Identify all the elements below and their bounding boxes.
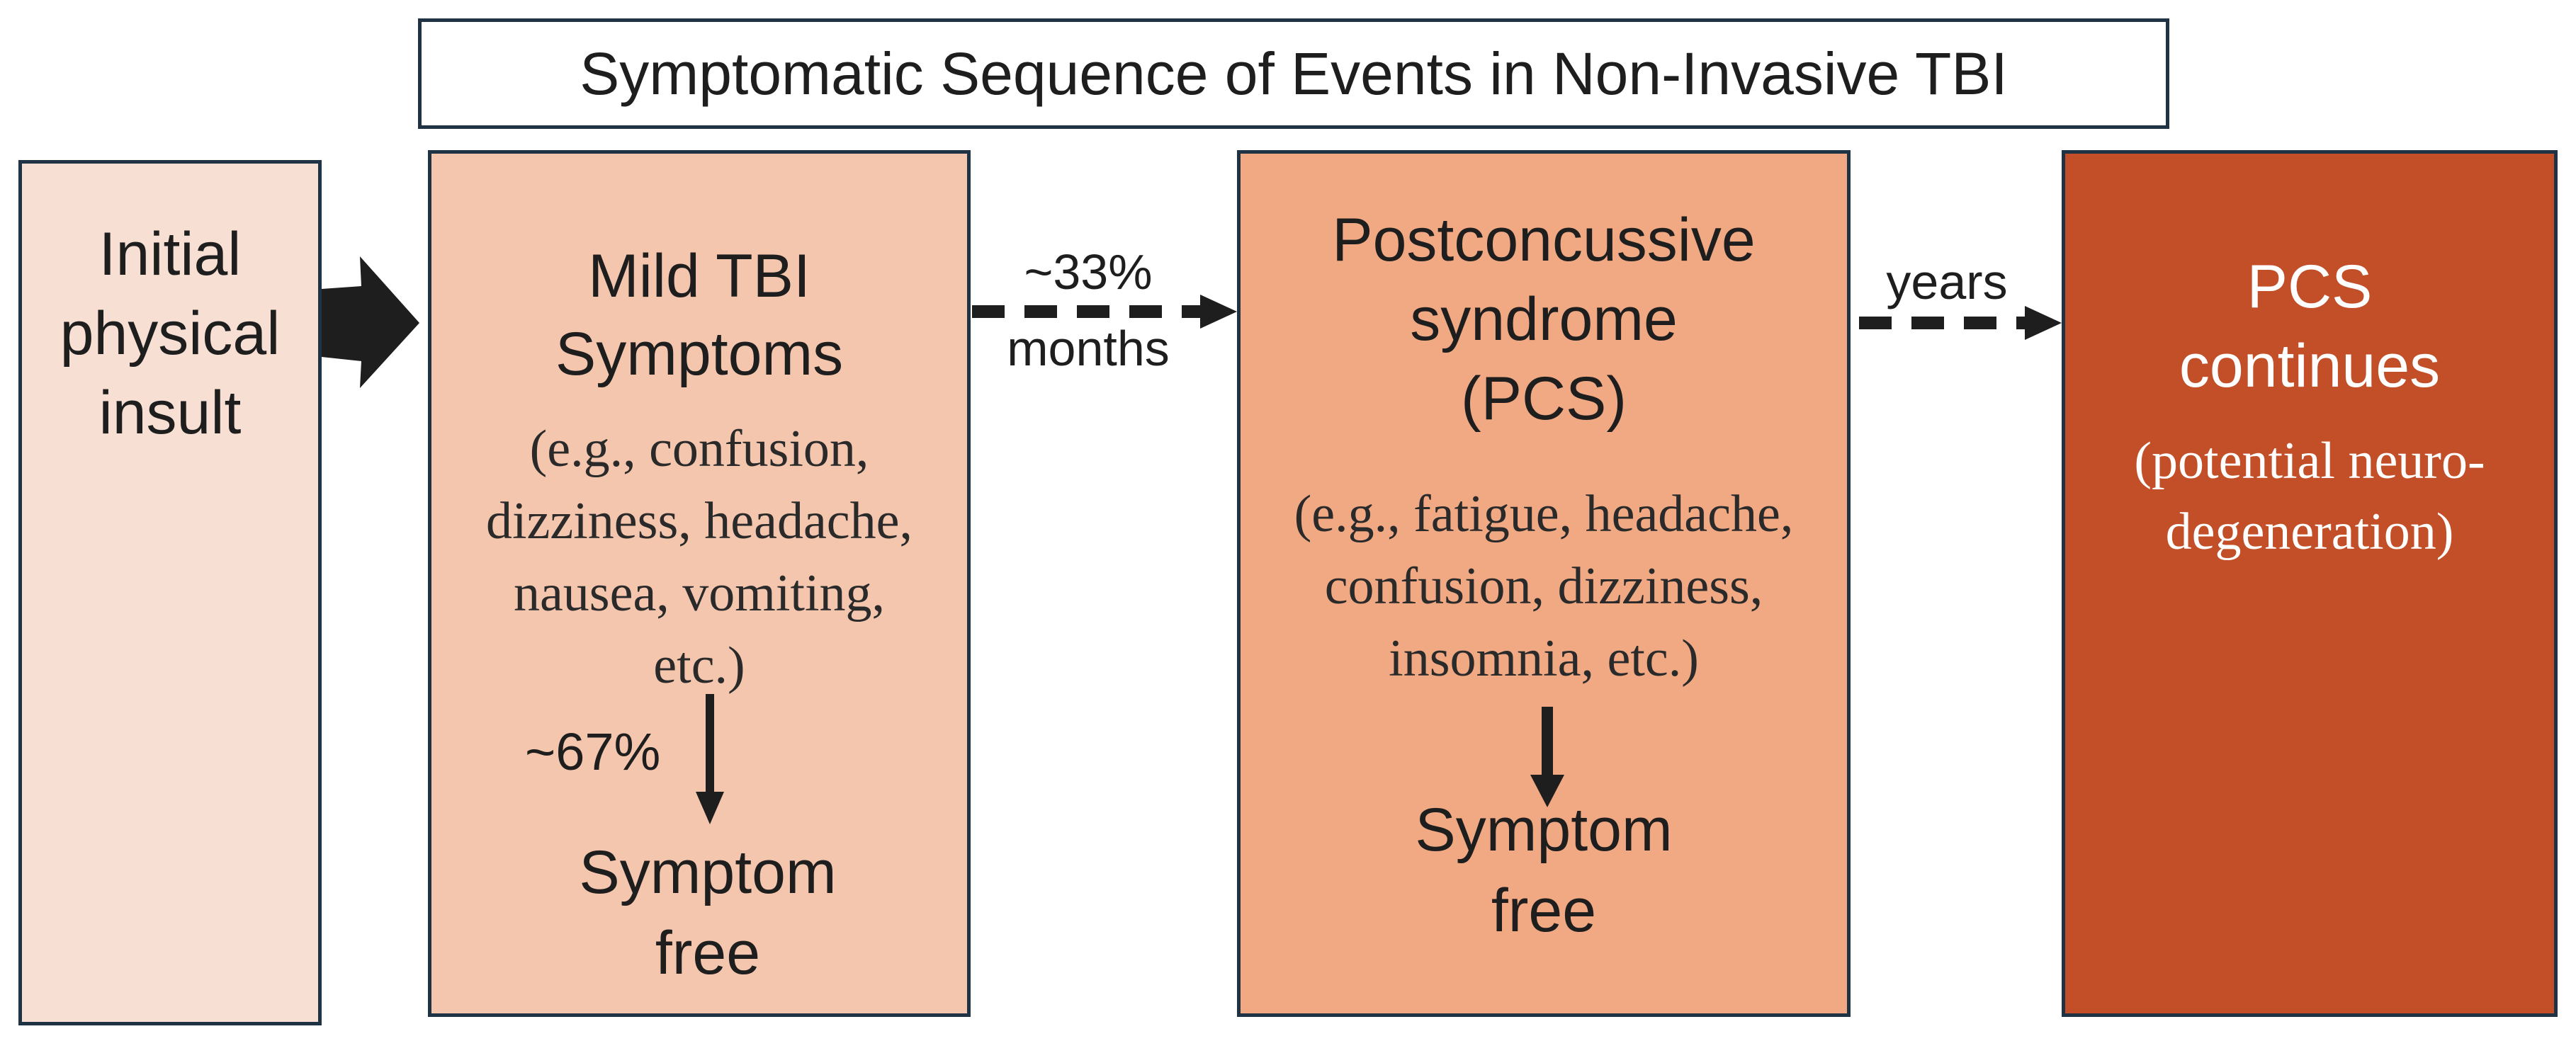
diagram-title: Symptomatic Sequence of Events in Non-In… xyxy=(580,40,2008,107)
progression-time-label: months xyxy=(1007,321,1170,376)
pcs-heading: (PCS) xyxy=(1460,365,1627,433)
arrowhead-icon xyxy=(2025,306,2062,340)
mild-tbi-example: (e.g., confusion, xyxy=(529,420,869,478)
arrowhead-icon xyxy=(696,792,724,824)
pcs-example: insomnia, etc.) xyxy=(1389,630,1699,688)
mild-tbi-outcome: free xyxy=(655,919,761,987)
mild-tbi-box: Mild TBI Symptoms (e.g., confusion, dizz… xyxy=(428,150,971,1017)
pcs-outcome: free xyxy=(1491,877,1597,945)
mild-tbi-heading: Mild TBI xyxy=(588,242,810,310)
block-arrow-icon xyxy=(322,256,419,388)
pcs-continues-note: degeneration) xyxy=(2165,503,2454,561)
mild-tbi-example: etc.) xyxy=(653,637,745,695)
mild-tbi-outcome: Symptom xyxy=(579,838,837,906)
progression-percent-label: ~33% xyxy=(1024,244,1153,300)
pcs-continues-heading: continues xyxy=(2179,332,2441,400)
mild-tbi-example: nausea, vomiting, xyxy=(513,564,886,622)
pcs-heading: syndrome xyxy=(1410,285,1678,353)
pcs-example: confusion, dizziness, xyxy=(1324,557,1763,615)
pcs-outcome: Symptom xyxy=(1415,796,1673,864)
pcs-continues-box: PCS continues (potential neuro- degenera… xyxy=(2062,150,2558,1017)
diagram-title-box: Symptomatic Sequence of Events in Non-In… xyxy=(418,18,2169,129)
pcs-continues-heading: PCS xyxy=(2247,253,2373,321)
initial-insult-line: insult xyxy=(98,379,242,447)
mild-tbi-heading: Symptoms xyxy=(555,320,844,388)
pcs-example: (e.g., fatigue, headache, xyxy=(1294,485,1794,543)
pcs-heading: Postconcussive xyxy=(1332,206,1756,274)
pcs-continues-note: (potential neuro- xyxy=(2134,432,2485,490)
recovery-percent-label: ~67% xyxy=(525,722,661,781)
continuation-time-label: years xyxy=(1886,254,2008,309)
initial-insult-line: physical xyxy=(60,300,281,368)
mild-tbi-example: dizziness, headache, xyxy=(486,492,913,550)
pcs-box: Postconcussive syndrome (PCS) (e.g., fat… xyxy=(1237,150,1851,1017)
initial-insult-line: Initial xyxy=(98,220,242,288)
initial-insult-box: Initial physical insult xyxy=(18,160,322,1025)
arrowhead-icon xyxy=(1530,775,1564,807)
arrowhead-icon xyxy=(1200,295,1237,329)
